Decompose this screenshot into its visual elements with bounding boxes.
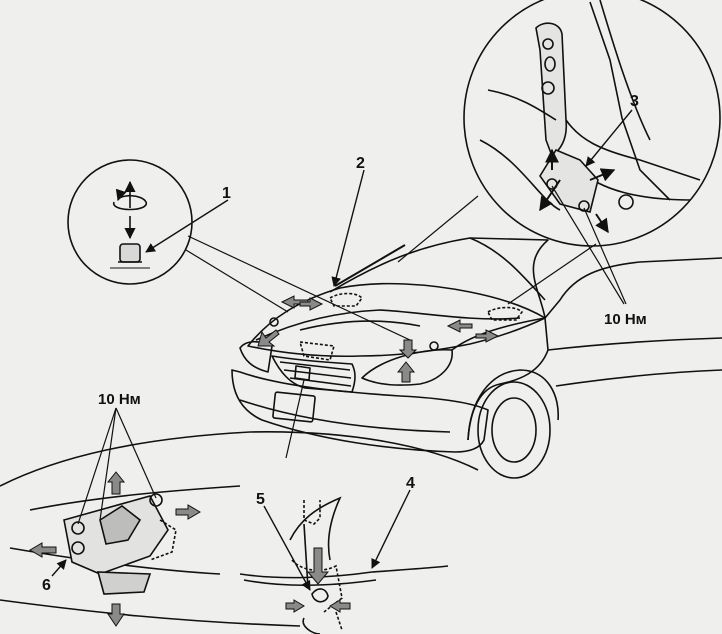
detail-hood-latch (0, 379, 479, 627)
leader-4 (371, 489, 411, 569)
callout-5: 5 (256, 491, 265, 508)
windshield (329, 237, 549, 319)
latch-adjust-arrows (29, 471, 201, 627)
callout-4: 4 (406, 475, 415, 492)
license-plate (272, 391, 316, 423)
hinge-bracket (535, 22, 568, 158)
hood-adjust-arrows (257, 295, 500, 383)
leader-1 (145, 199, 229, 253)
callout-2: 2 (356, 155, 365, 172)
callout-1: 1 (222, 185, 231, 202)
emblem (294, 365, 311, 381)
callout-3: 3 (630, 93, 639, 110)
grille (271, 355, 356, 393)
callout-6: 6 (42, 577, 51, 594)
leader-3 (585, 109, 633, 167)
car-body (231, 237, 722, 479)
leader-6 (51, 559, 67, 577)
torque-label-latch: 10 Нм (98, 391, 141, 408)
detail-circle-bumper-stop (67, 159, 411, 341)
leader-5 (263, 505, 311, 591)
front-wheel (477, 381, 551, 479)
striker-adjust-arrows (285, 547, 351, 613)
callout-leaders (51, 109, 633, 591)
wheel-arch (467, 369, 559, 441)
leader-2 (331, 169, 365, 287)
torque-label-hinge: 10 Нм (604, 311, 647, 328)
headlight-right (361, 349, 453, 386)
front-bumper (231, 369, 489, 453)
detail-circle-hinge (397, 0, 721, 305)
headlight-left (239, 340, 273, 373)
